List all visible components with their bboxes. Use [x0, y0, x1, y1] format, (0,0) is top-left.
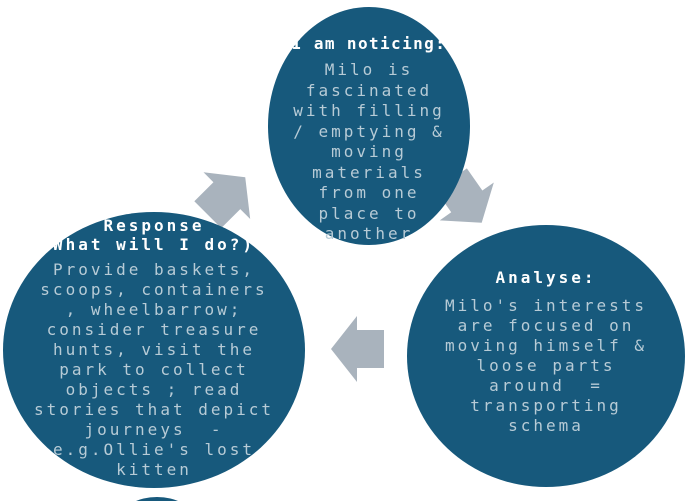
node-response-heading: Response (What will I do?): — [40, 216, 268, 254]
partial-circle-bottom-edge — [122, 497, 192, 501]
arrow-response-to-noticing-icon — [194, 172, 251, 229]
arrow-analyse-to-response-icon — [331, 316, 384, 382]
node-analyse: Analyse: Milo's interests are focused on… — [407, 225, 685, 487]
node-noticing-body: Milo is fascinated with filling / emptyi… — [293, 60, 445, 243]
node-analyse-heading: Analyse: — [495, 268, 597, 287]
node-response: Response (What will I do?): Provide bask… — [3, 212, 305, 488]
node-noticing: I am noticing: Milo is fascinated with f… — [268, 7, 470, 245]
node-noticing-heading: I am noticing: — [291, 34, 447, 53]
node-analyse-body: Milo's interests are focused on moving h… — [444, 296, 648, 435]
node-response-body: Provide baskets, scoops, containers , wh… — [33, 260, 275, 479]
